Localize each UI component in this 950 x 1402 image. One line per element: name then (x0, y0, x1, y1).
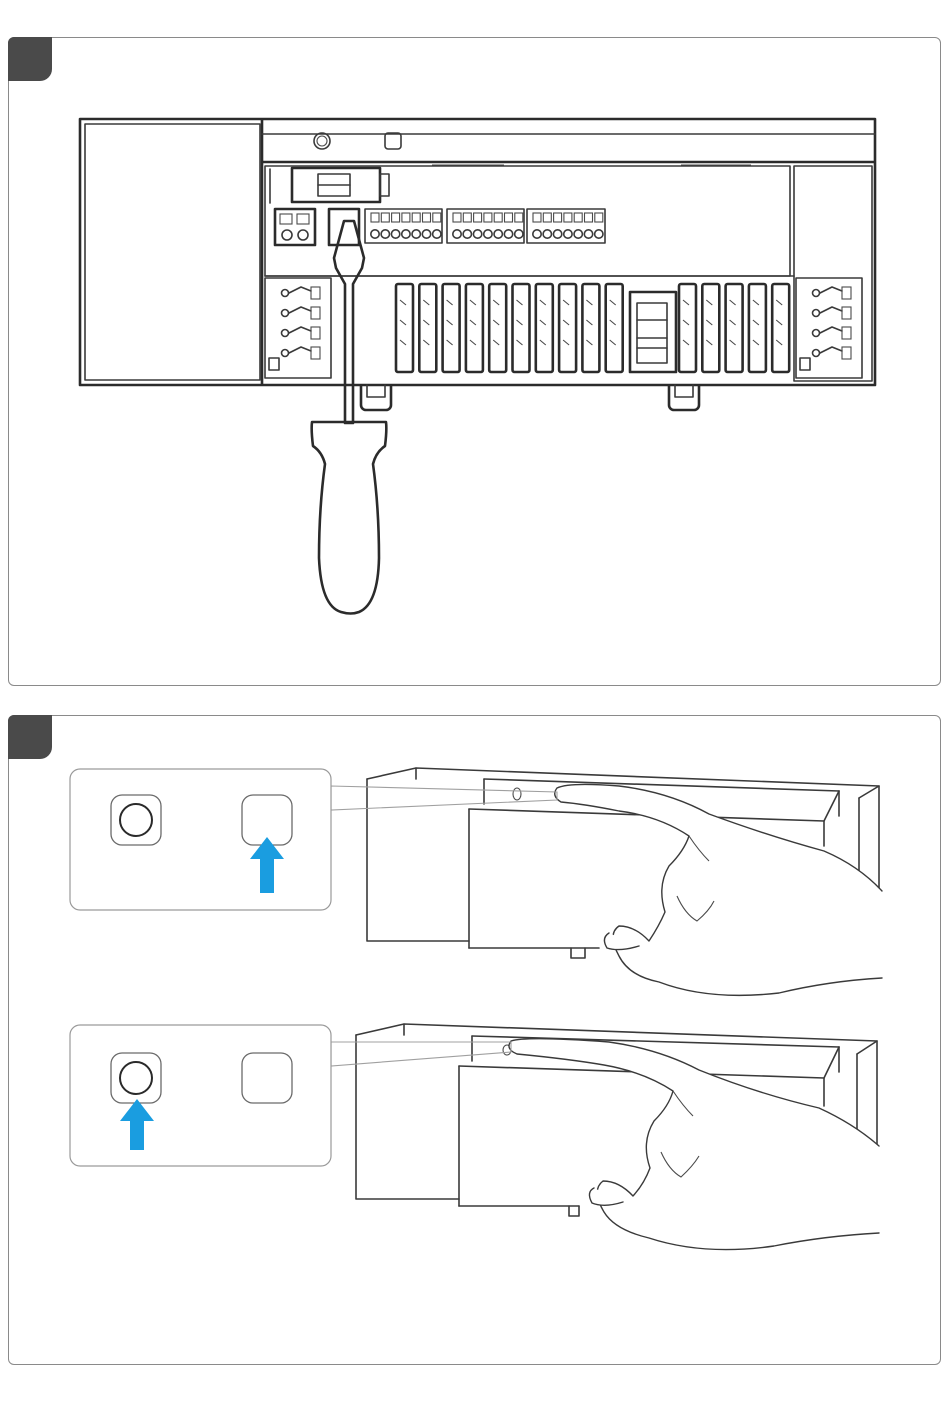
lower-round-button[interactable] (111, 1053, 161, 1103)
terminal-row-1 (365, 209, 442, 243)
left-side-terminals (265, 278, 331, 378)
left-cover-compartment (85, 124, 260, 380)
square-button-icon (385, 133, 401, 149)
press-buttons-illustration (9, 716, 942, 1366)
right-side-terminals (796, 278, 862, 378)
round-button-icon (314, 133, 330, 149)
controller-with-screwdriver-illustration (9, 38, 942, 687)
controller-housing (80, 119, 875, 385)
hand-pressing-round-button-icon (509, 1039, 879, 1250)
hand-pressing-square-button-icon (555, 784, 882, 995)
lower-square-button (242, 1053, 292, 1103)
step-2-panel (8, 715, 941, 1365)
step-1-panel (8, 37, 941, 686)
upper-callout-pointer (331, 786, 557, 810)
screwdriver-icon (312, 221, 387, 614)
terminal-row-3 (527, 209, 605, 243)
relay-connector-bank (396, 284, 789, 372)
upper-round-button (111, 795, 161, 845)
upper-controller-view (367, 768, 882, 995)
lower-callout-pointer (331, 1042, 511, 1066)
upper-callout-press-square-button (70, 769, 331, 910)
terminal-row-2 (447, 209, 524, 243)
